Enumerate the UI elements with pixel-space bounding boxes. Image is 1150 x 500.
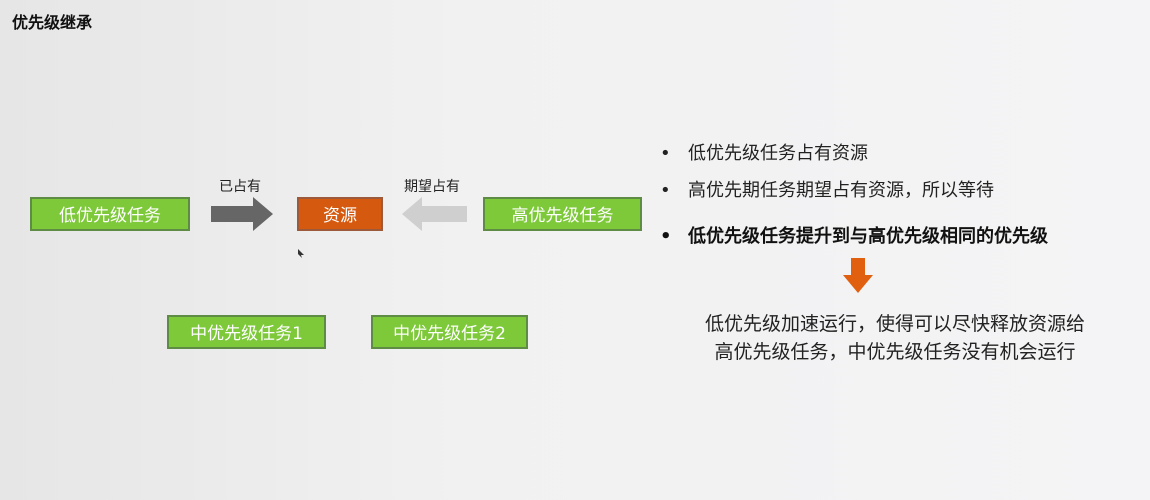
down-arrow-icon xyxy=(843,258,873,293)
bullet-dot-icon: • xyxy=(660,180,671,201)
bullet-item: •高优先期任务期望占有资源，所以等待 xyxy=(660,180,994,201)
bullet-dot-icon: • xyxy=(660,143,671,164)
occupied-arrow-icon xyxy=(211,197,273,231)
bullet-dot-icon: • xyxy=(660,226,672,247)
resource-box: 资源 xyxy=(297,197,383,231)
expect-label: 期望占有 xyxy=(404,179,460,195)
low-priority-task-box: 低优先级任务 xyxy=(30,197,190,231)
conclusion-text: 低优先级加速运行，使得可以尽快释放资源给 高优先级任务，中优先级任务没有机会运行 xyxy=(640,310,1150,366)
bullet-item: •低优先级任务占有资源 xyxy=(660,143,868,164)
occupied-label: 已占有 xyxy=(219,179,261,195)
mid-priority-task-2-box: 中优先级任务2 xyxy=(371,315,528,349)
conclusion-line: 低优先级加速运行，使得可以尽快释放资源给 xyxy=(704,313,1085,335)
expect-arrow-icon xyxy=(402,197,467,231)
slide-title: 优先级继承 xyxy=(12,13,93,32)
mid-priority-task-1-box: 中优先级任务1 xyxy=(167,315,326,349)
conclusion-line: 高优先级任务，中优先级任务没有机会运行 xyxy=(714,341,1076,363)
cursor-icon xyxy=(298,249,304,258)
high-priority-task-box: 高优先级任务 xyxy=(483,197,642,231)
bullet-item-bold: •低优先级任务提升到与高优先级相同的优先级 xyxy=(660,226,1048,247)
